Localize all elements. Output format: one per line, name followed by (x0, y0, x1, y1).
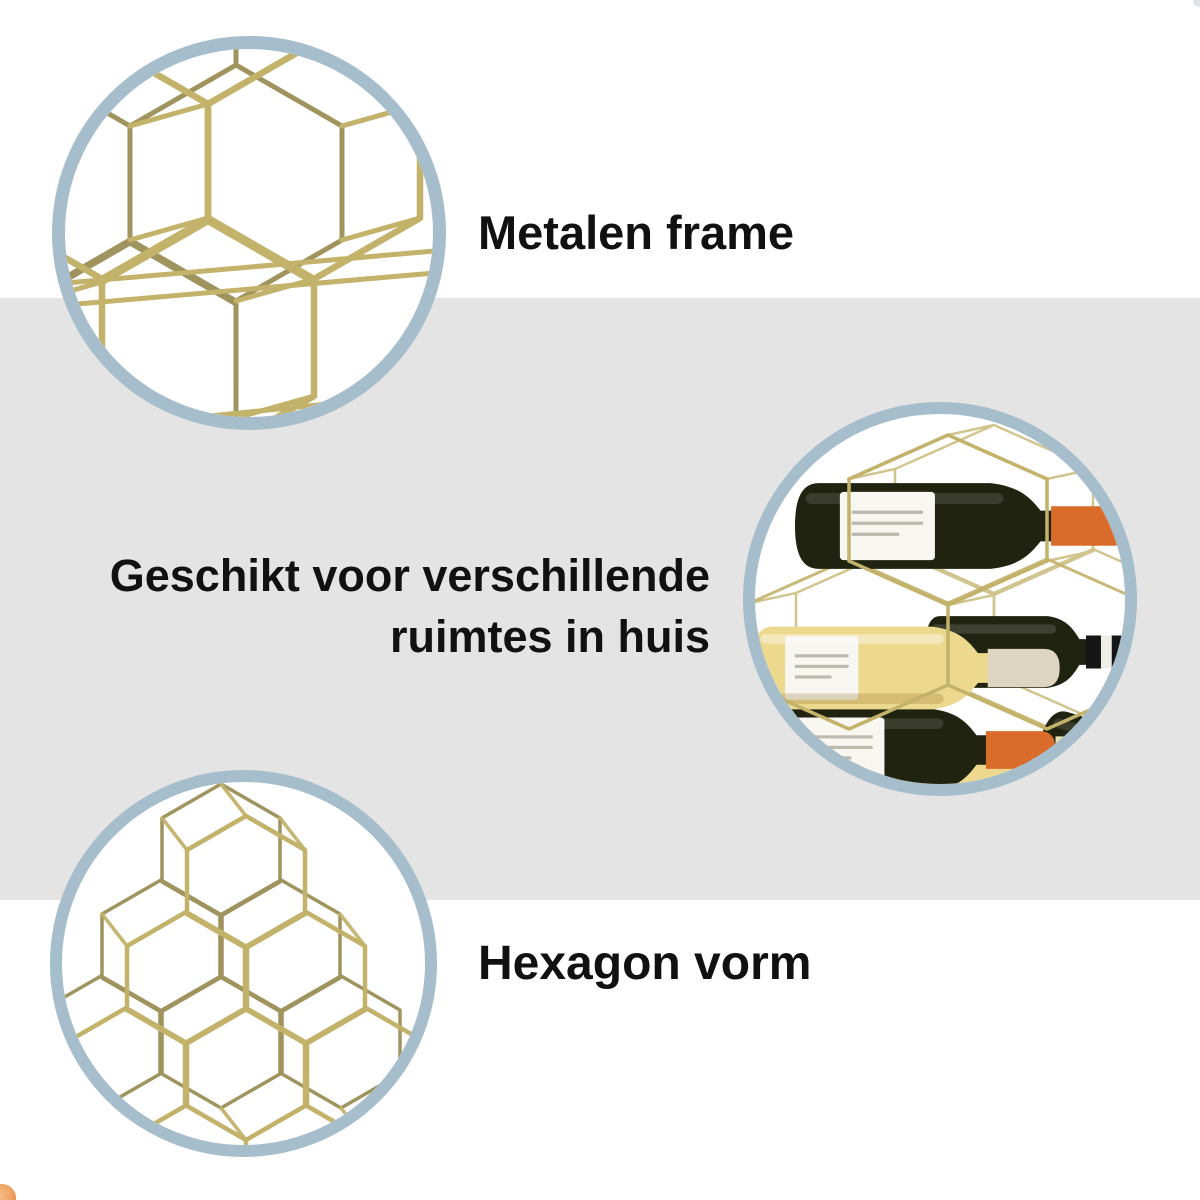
feature-label-text: Hexagon vorm (478, 937, 812, 990)
bottle-bottom-left-dark (757, 709, 1076, 784)
bottle-top-dark (795, 483, 1125, 569)
orange-corner-fragment (0, 1184, 16, 1200)
photo-circle-metal-frame (52, 36, 446, 430)
photo-circle-wine-bottles (743, 402, 1137, 796)
photo-circle-hexagon-shape (50, 770, 437, 1157)
bottle-middle-left-pale (755, 626, 1060, 710)
wine-bottles-in-rack-illustration (755, 423, 1125, 784)
feature-label-metalen-frame: Metalen frame (478, 206, 794, 260)
hexagon-rack-illustration (62, 782, 425, 1145)
top-right-corner-speck (1193, 0, 1200, 7)
feature-label-line2: ruimtes in huis (389, 611, 710, 662)
gold-hexagon-frame-closeup-illustration (65, 49, 433, 417)
feature-label-text: Metalen frame (478, 206, 795, 259)
feature-label-line1: Geschikt voor verschillende (109, 550, 710, 601)
feature-label-ruimtes: Geschikt voor verschillende ruimtes in h… (40, 545, 710, 667)
bottle-bottom-right-dark (1034, 711, 1125, 784)
feature-label-hexagon-vorm: Hexagon vorm (478, 936, 811, 992)
